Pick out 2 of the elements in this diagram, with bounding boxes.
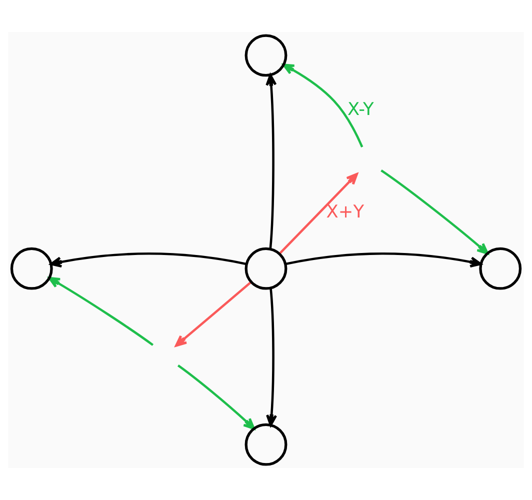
edge-label: X+Y — [326, 202, 364, 223]
edge-label: X-Y — [347, 100, 374, 120]
